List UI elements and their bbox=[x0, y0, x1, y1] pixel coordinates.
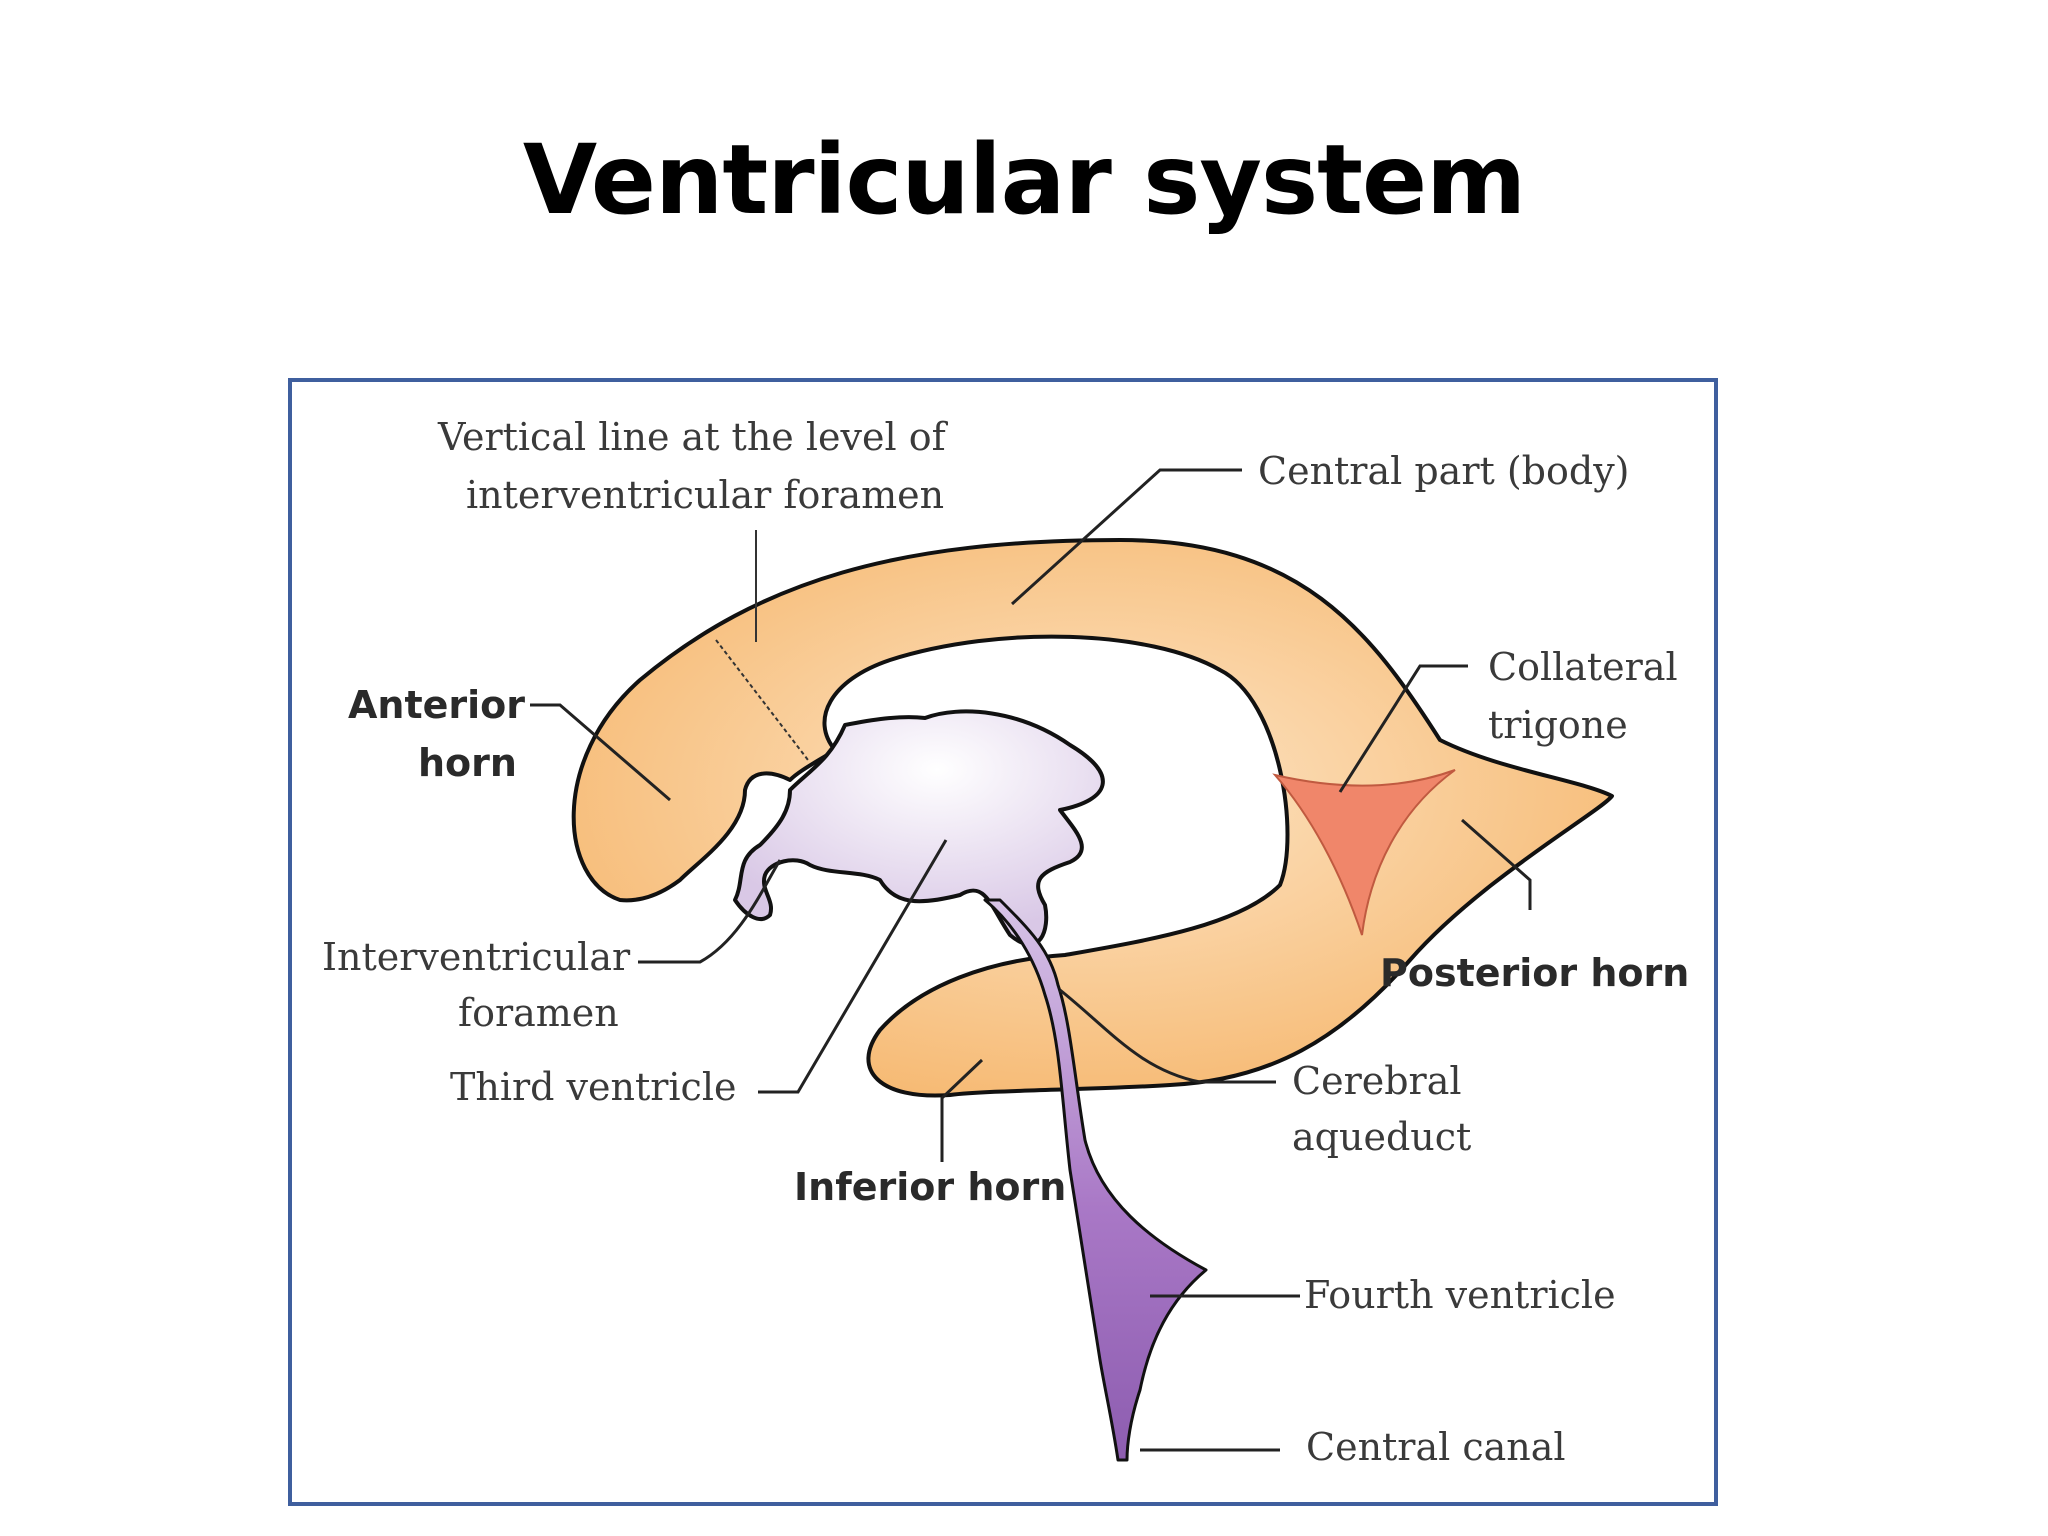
label-fourth-ventricle: Fourth ventricle bbox=[1304, 1273, 1616, 1317]
label-inferior-horn: Inferior horn bbox=[794, 1165, 1066, 1209]
leader-inferior-horn bbox=[940, 1058, 984, 1162]
leader-interventricular-foramen bbox=[638, 859, 782, 964]
leader-collateral-trigone bbox=[1338, 664, 1468, 793]
label-third-ventricle: Third ventricle bbox=[450, 1065, 736, 1109]
leader-third-ventricle bbox=[758, 839, 948, 1094]
label-cerebral-aqueduct-2: aqueduct bbox=[1292, 1115, 1471, 1159]
leader-posterior-horn bbox=[1461, 818, 1532, 910]
label-central-part: Central part (body) bbox=[1258, 449, 1630, 493]
label-collateral-trigone-2: trigone bbox=[1488, 703, 1628, 747]
third-ventricle bbox=[733, 709, 1105, 947]
leader-central-part bbox=[1010, 468, 1242, 606]
lateral-ventricle bbox=[571, 538, 1614, 1098]
label-interventricular-foramen-1: Interventricular bbox=[322, 935, 631, 979]
label-posterior-horn: Posterior horn bbox=[1380, 951, 1689, 995]
slide-title: Ventricular system bbox=[522, 124, 1526, 236]
fourth-ventricle bbox=[983, 898, 1208, 1462]
label-anterior-horn-1: Anterior bbox=[348, 683, 525, 727]
label-collateral-trigone-1: Collateral bbox=[1488, 645, 1678, 689]
leader-anterior-horn bbox=[530, 703, 671, 802]
label-interventricular-foramen-2: foramen bbox=[458, 991, 619, 1035]
label-vertical-line-2: interventricular foramen bbox=[466, 473, 944, 517]
vertical-reference-line bbox=[715, 639, 809, 761]
label-cerebral-aqueduct-1: Cerebral bbox=[1292, 1059, 1462, 1103]
label-vertical-line-1: Vertical line at the level of bbox=[437, 415, 949, 459]
leader-cerebral-aqueduct bbox=[1059, 988, 1276, 1084]
label-central-canal: Central canal bbox=[1306, 1425, 1566, 1469]
collateral-trigone bbox=[1272, 769, 1456, 936]
label-anterior-horn-2: horn bbox=[418, 741, 517, 785]
